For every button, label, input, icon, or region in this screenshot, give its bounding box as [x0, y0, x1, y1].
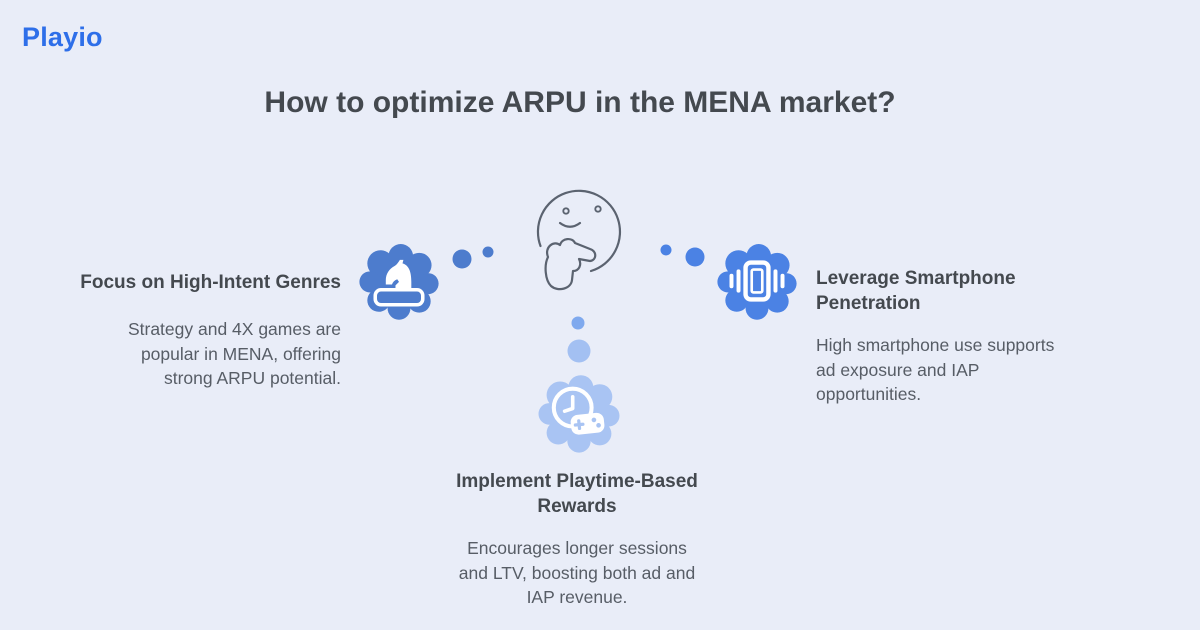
heading-smartphone-penetration: Leverage Smartphone Penetration — [816, 268, 1016, 314]
bubble-smartphone-penetration — [717, 244, 797, 320]
thought-dot-bottom-large — [567, 339, 591, 363]
vibrating-smartphone-icon — [729, 260, 785, 302]
body-high-intent-genres: Strategy and 4X games are popular in MEN… — [127, 319, 341, 388]
face-right-eye — [594, 205, 602, 213]
gamepad-buttons — [573, 417, 601, 431]
thought-dot-left-small — [482, 246, 494, 258]
thought-dot-left-large — [452, 249, 472, 269]
thinking-face-illustration — [536, 189, 622, 291]
heading-playtime-rewards: Implement Playtime-Based Rewards — [456, 471, 698, 517]
thought-dot-right-large — [685, 247, 705, 267]
playio-logo: Playio — [22, 22, 103, 52]
bubble-playtime-rewards — [538, 375, 620, 453]
chess-knight-tray-icon — [373, 259, 425, 307]
thought-bubble-blob — [538, 375, 620, 453]
body-smartphone-penetration: High smartphone use supports ad exposure… — [816, 335, 1055, 404]
body-playtime-rewards: Encourages longer sessions and LTV, boos… — [458, 538, 696, 607]
page-title: How to optimize ARPU in the MENA market? — [264, 86, 896, 119]
bubble-high-intent-genres — [359, 244, 439, 320]
face-frown-mouth — [558, 221, 582, 228]
thought-dot-bottom-small — [571, 316, 585, 330]
clock-gamepad-icon — [551, 386, 605, 435]
face-left-eye — [562, 207, 570, 215]
thinking-hand-on-chin — [544, 238, 597, 291]
thought-bubble-blob — [717, 244, 797, 320]
thought-dot-right-small — [660, 244, 672, 256]
face-head-outline — [536, 189, 622, 273]
heading-high-intent-genres: Focus on High-Intent Genres — [80, 272, 341, 293]
